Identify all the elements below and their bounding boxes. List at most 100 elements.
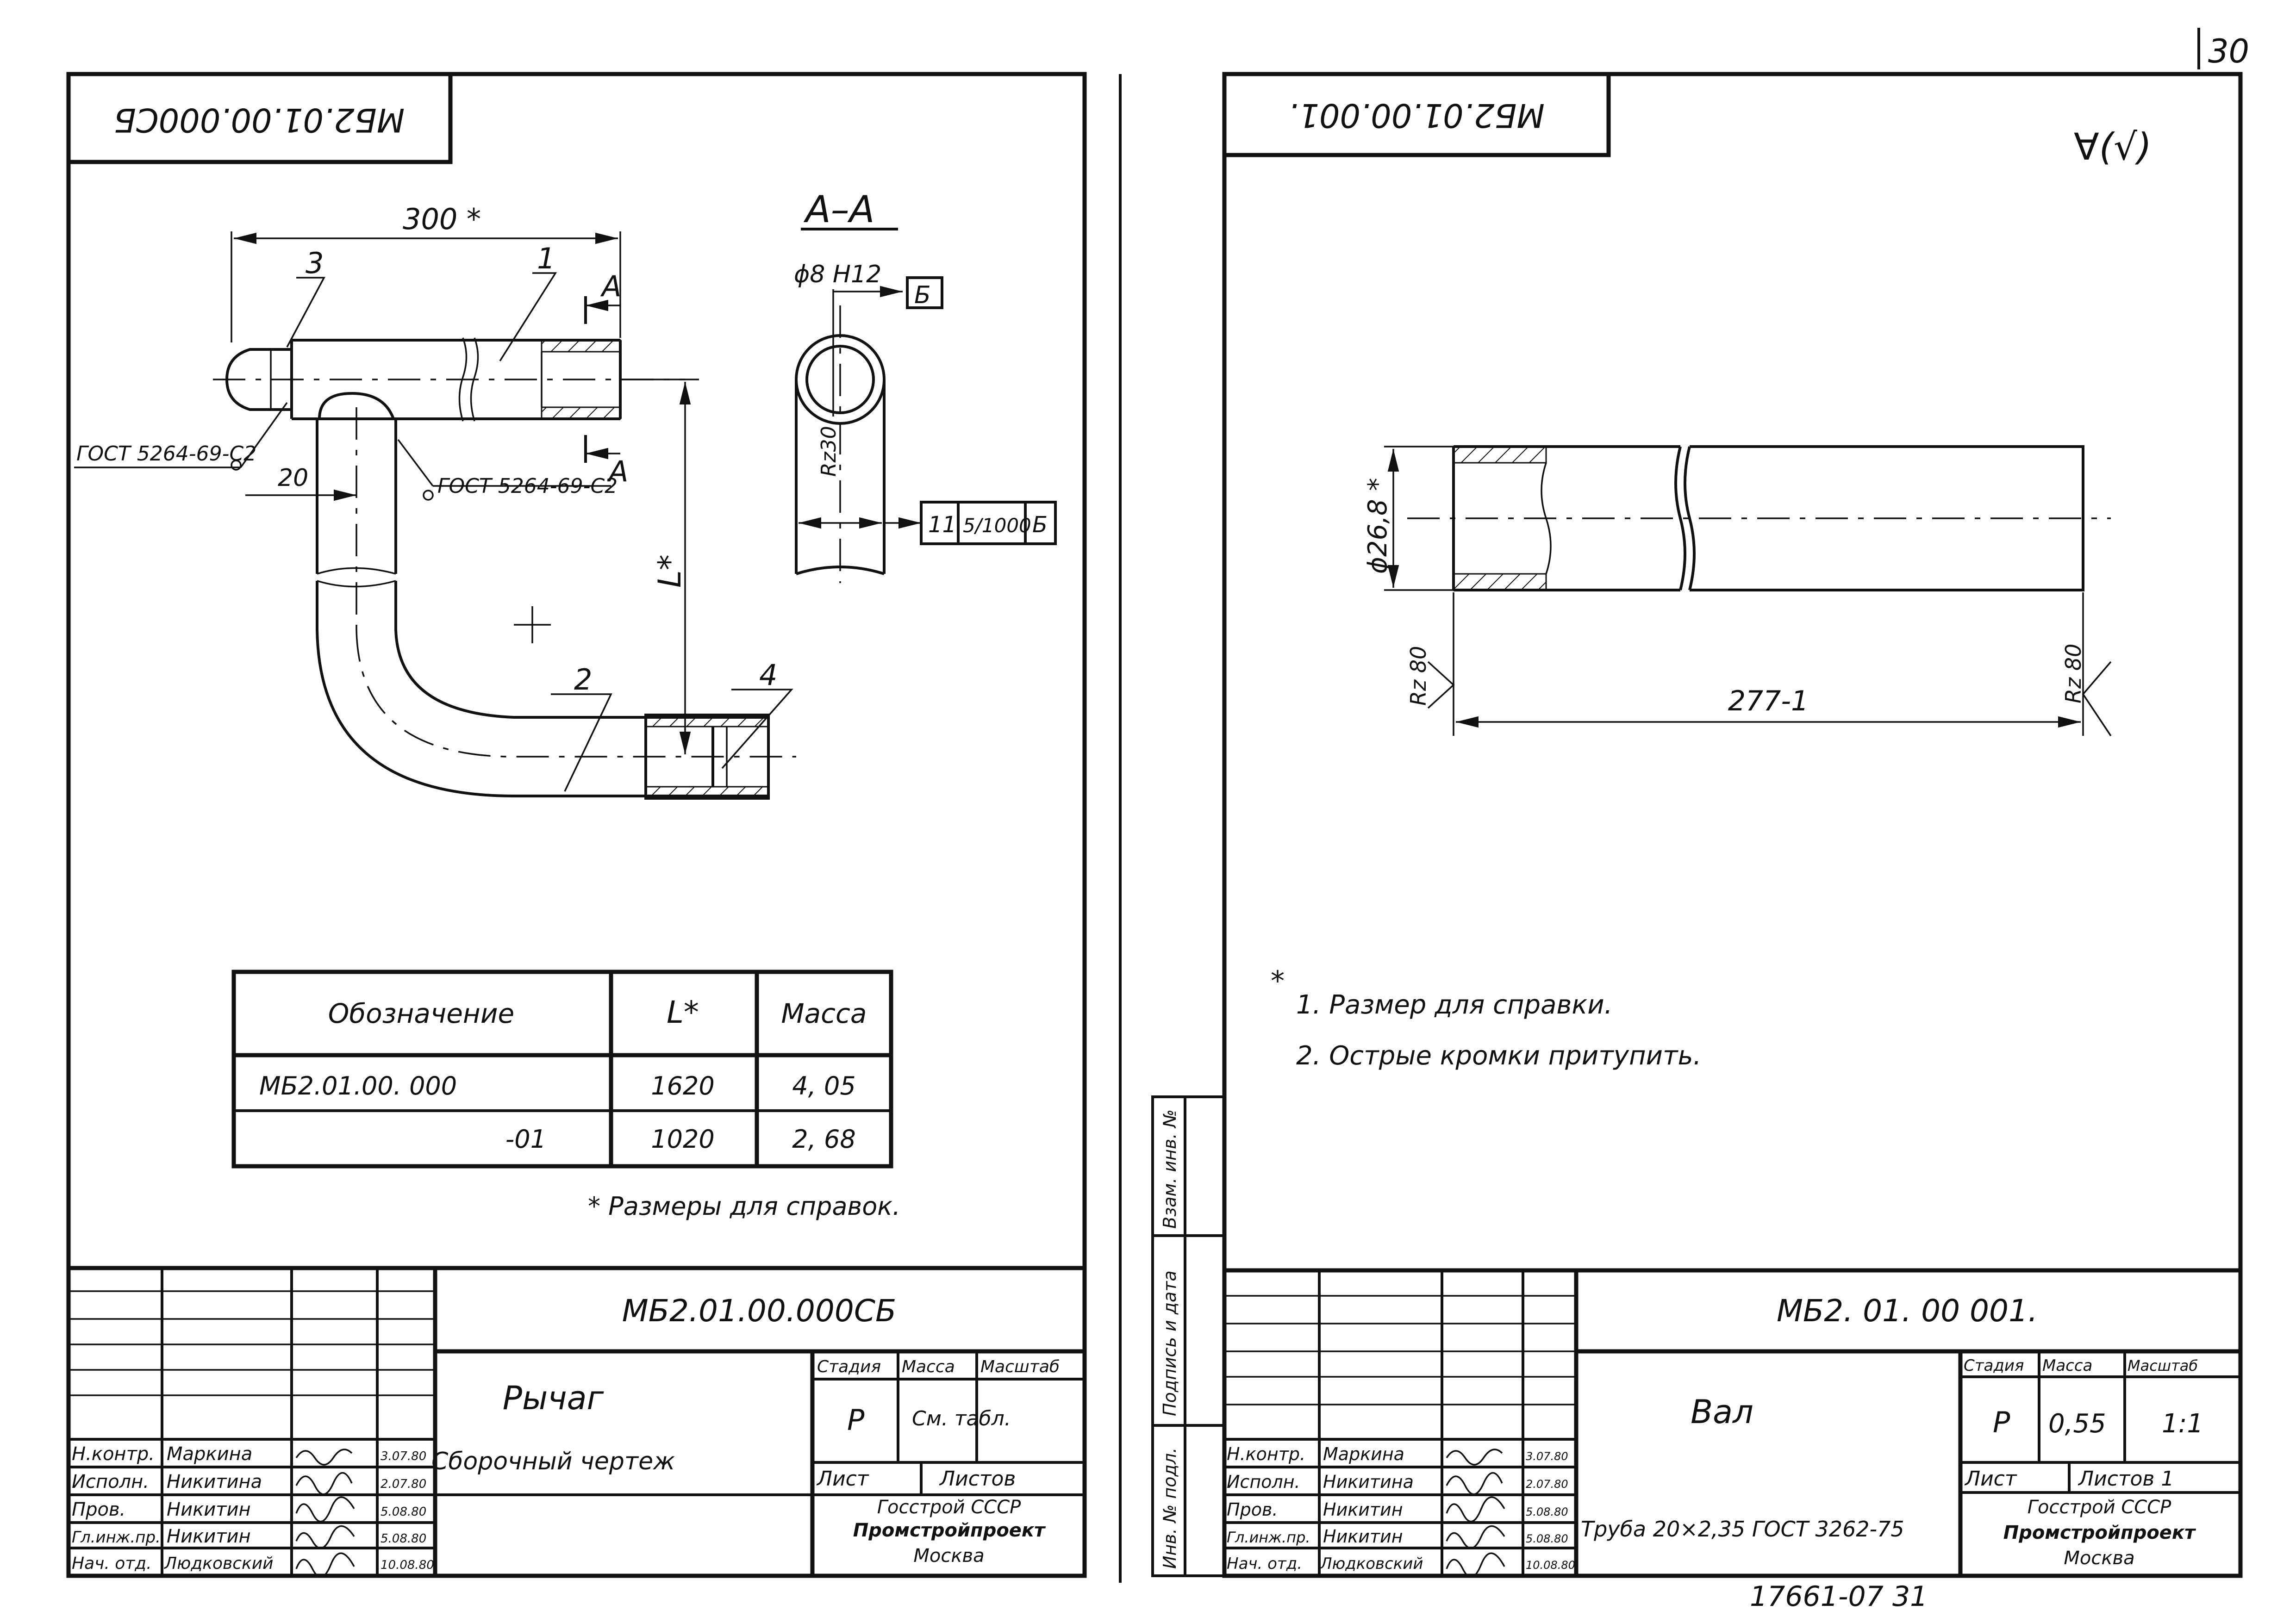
left-name-0: Маркина — [167, 1443, 252, 1465]
left-corner-designation: МБ2.01.00.000СБ — [114, 101, 405, 139]
section-mark-top: А — [600, 269, 621, 303]
nut-end — [225, 348, 293, 411]
right-roughness-left: Rz 80 — [1406, 646, 1431, 706]
left-tb-mass-label: Масса — [902, 1357, 955, 1376]
right-date-1: 2.07.80 — [1526, 1478, 1568, 1491]
right-dim-length: 277-1 — [1728, 685, 1809, 717]
bend-inner — [394, 581, 768, 719]
side-label-sign: Подпись и дата — [1160, 1270, 1180, 1416]
bottom-code: 17661-07 31 — [1750, 1580, 1928, 1613]
dim-length-300: 300 * — [403, 202, 481, 236]
table-header-mass: Масса — [781, 998, 867, 1029]
left-date-0: 3.07.80 — [381, 1449, 426, 1463]
shaft-right — [1690, 445, 2084, 591]
left-role-2: Пров. — [72, 1499, 125, 1520]
right-title-block: Н.контр. Маркина 3.07.80 Исполн. Никитин… — [1224, 1268, 2240, 1578]
dim-hole: ϕ8 H12 — [794, 261, 881, 288]
left-role-0: Н.контр. — [72, 1443, 155, 1465]
section-inner-circle — [805, 345, 875, 414]
left-name-1: Никитина — [167, 1471, 262, 1492]
roughness-rz30: Rz30 — [817, 426, 841, 477]
right-tb-stage-label: Стадия — [1964, 1356, 2024, 1375]
left-role-3: Гл.инж.пр. — [72, 1528, 161, 1547]
weld-label-1: ГОСТ 5264-69-С2 — [76, 442, 256, 466]
table-row-1-mass: 4, 05 — [792, 1071, 855, 1101]
tolerance-ratio: 5/1000 — [963, 514, 1031, 537]
right-tb-stage: Р — [1993, 1405, 2010, 1439]
left-tb-org-1: Госстрой СССР — [877, 1497, 1021, 1518]
left-frame — [66, 72, 1087, 1578]
right-roughness-symbol: ∀(√) — [2074, 125, 2152, 168]
pos-1: 1 — [537, 242, 555, 275]
left-tb-stage-label: Стадия — [817, 1357, 881, 1376]
left-footnote: * Размеры для справок. — [588, 1192, 900, 1221]
right-role-0: Н.контр. — [1227, 1444, 1305, 1464]
table-header-designation: Обозначение — [328, 998, 514, 1029]
left-tb-mass: См. табл. — [912, 1407, 1011, 1430]
right-corner-designation: МБ2.01.00.001. — [1288, 96, 1545, 134]
tolerance-datum: Б — [1032, 512, 1048, 538]
left-tb-org-2: Промстройпроект — [853, 1520, 1046, 1541]
pos-2: 2 — [574, 663, 592, 696]
left-tb-name: Рычаг — [503, 1379, 605, 1417]
break-lines-h — [458, 337, 479, 422]
table-row-2-mass: 2, 68 — [792, 1125, 855, 1154]
left-tb-designation: МБ2.01.00.000СБ — [622, 1293, 896, 1329]
right-dim-diameter: ϕ26,8 * — [1363, 478, 1393, 574]
right-note-1: 1. Размер для справки. — [1296, 990, 1612, 1020]
left-date-3: 5.08.80 — [381, 1532, 426, 1546]
left-role-1: Исполн. — [72, 1471, 149, 1492]
right-tb-designation: МБ2. 01. 00 001. — [1777, 1293, 2038, 1329]
left-date-2: 5.08.80 — [381, 1505, 426, 1519]
dim-height-L: L* — [652, 554, 688, 588]
pos-3: 3 — [306, 246, 324, 280]
right-date-2: 5.08.80 — [1526, 1505, 1568, 1518]
mass-table — [231, 970, 893, 1169]
left-name-4: Людковский — [163, 1554, 274, 1573]
right-role-1: Исполн. — [1227, 1472, 1300, 1492]
section-mark-bottom: А — [607, 454, 628, 488]
right-tb-mass-label: Масса — [2042, 1356, 2092, 1375]
table-header-L: L* — [667, 995, 699, 1030]
side-stamp — [1151, 1095, 1226, 1577]
right-date-0: 3.07.80 — [1526, 1450, 1568, 1463]
left-tb-doctype: Сборочный чертеж — [431, 1448, 675, 1475]
right-tb-sheet-label: Лист — [1964, 1467, 2017, 1491]
right-name-0: Маркина — [1323, 1444, 1404, 1464]
table-row-1-L: 1620 — [651, 1071, 714, 1101]
right-tb-name: Вал — [1691, 1393, 1753, 1431]
right-note-star: * — [1271, 965, 1285, 997]
left-role-4: Нач. отд. — [72, 1554, 152, 1573]
left-name-3: Никитин — [167, 1526, 251, 1547]
right-note-2: 2. Острые кромки притупить. — [1296, 1041, 1701, 1071]
left-sheet: МБ2.01.00.000СБ 300 * А А — [66, 72, 1087, 1578]
dim-offset-20: 20 — [278, 464, 308, 492]
left-date-4: 10.08.80 — [381, 1558, 434, 1572]
side-label-replace: Взам. инв. № — [1160, 1109, 1180, 1229]
horizontal-tube — [290, 339, 622, 420]
pos-4: 4 — [759, 658, 777, 692]
section-title: А–А — [803, 188, 874, 231]
page-number: 30 — [2208, 32, 2249, 70]
left-corner-box — [66, 72, 453, 164]
right-corner-box — [1222, 72, 1611, 157]
left-title-block: Н.контр. Маркина 3.07.80 Исполн. Никитин… — [69, 1266, 1085, 1578]
left-tb-sheets-label: Листов — [939, 1467, 1016, 1491]
right-role-2: Пров. — [1227, 1499, 1278, 1520]
right-date-4: 10.08.80 — [1526, 1559, 1575, 1572]
right-tb-scale-label: Масштаб — [2128, 1357, 2198, 1374]
table-row-1-designation: МБ2.01.00. 000 — [259, 1071, 457, 1101]
left-tb-org-3: Москва — [913, 1545, 984, 1567]
right-tb-org-2: Промстройпроект — [2003, 1522, 2196, 1543]
right-tb-org-1: Госстрой СССР — [2028, 1497, 2171, 1518]
right-tb-org-3: Москва — [2064, 1548, 2134, 1569]
tolerance-value: 11 — [928, 512, 956, 538]
left-date-1: 2.07.80 — [381, 1477, 426, 1491]
right-role-4: Нач. отд. — [1227, 1555, 1302, 1573]
left-tb-stage: Р — [847, 1403, 865, 1437]
left-name-2: Никитин — [167, 1499, 251, 1520]
right-name-2: Никитин — [1323, 1499, 1403, 1520]
right-name-4: Людковский — [1319, 1555, 1423, 1573]
datum-box: Б — [914, 281, 931, 309]
